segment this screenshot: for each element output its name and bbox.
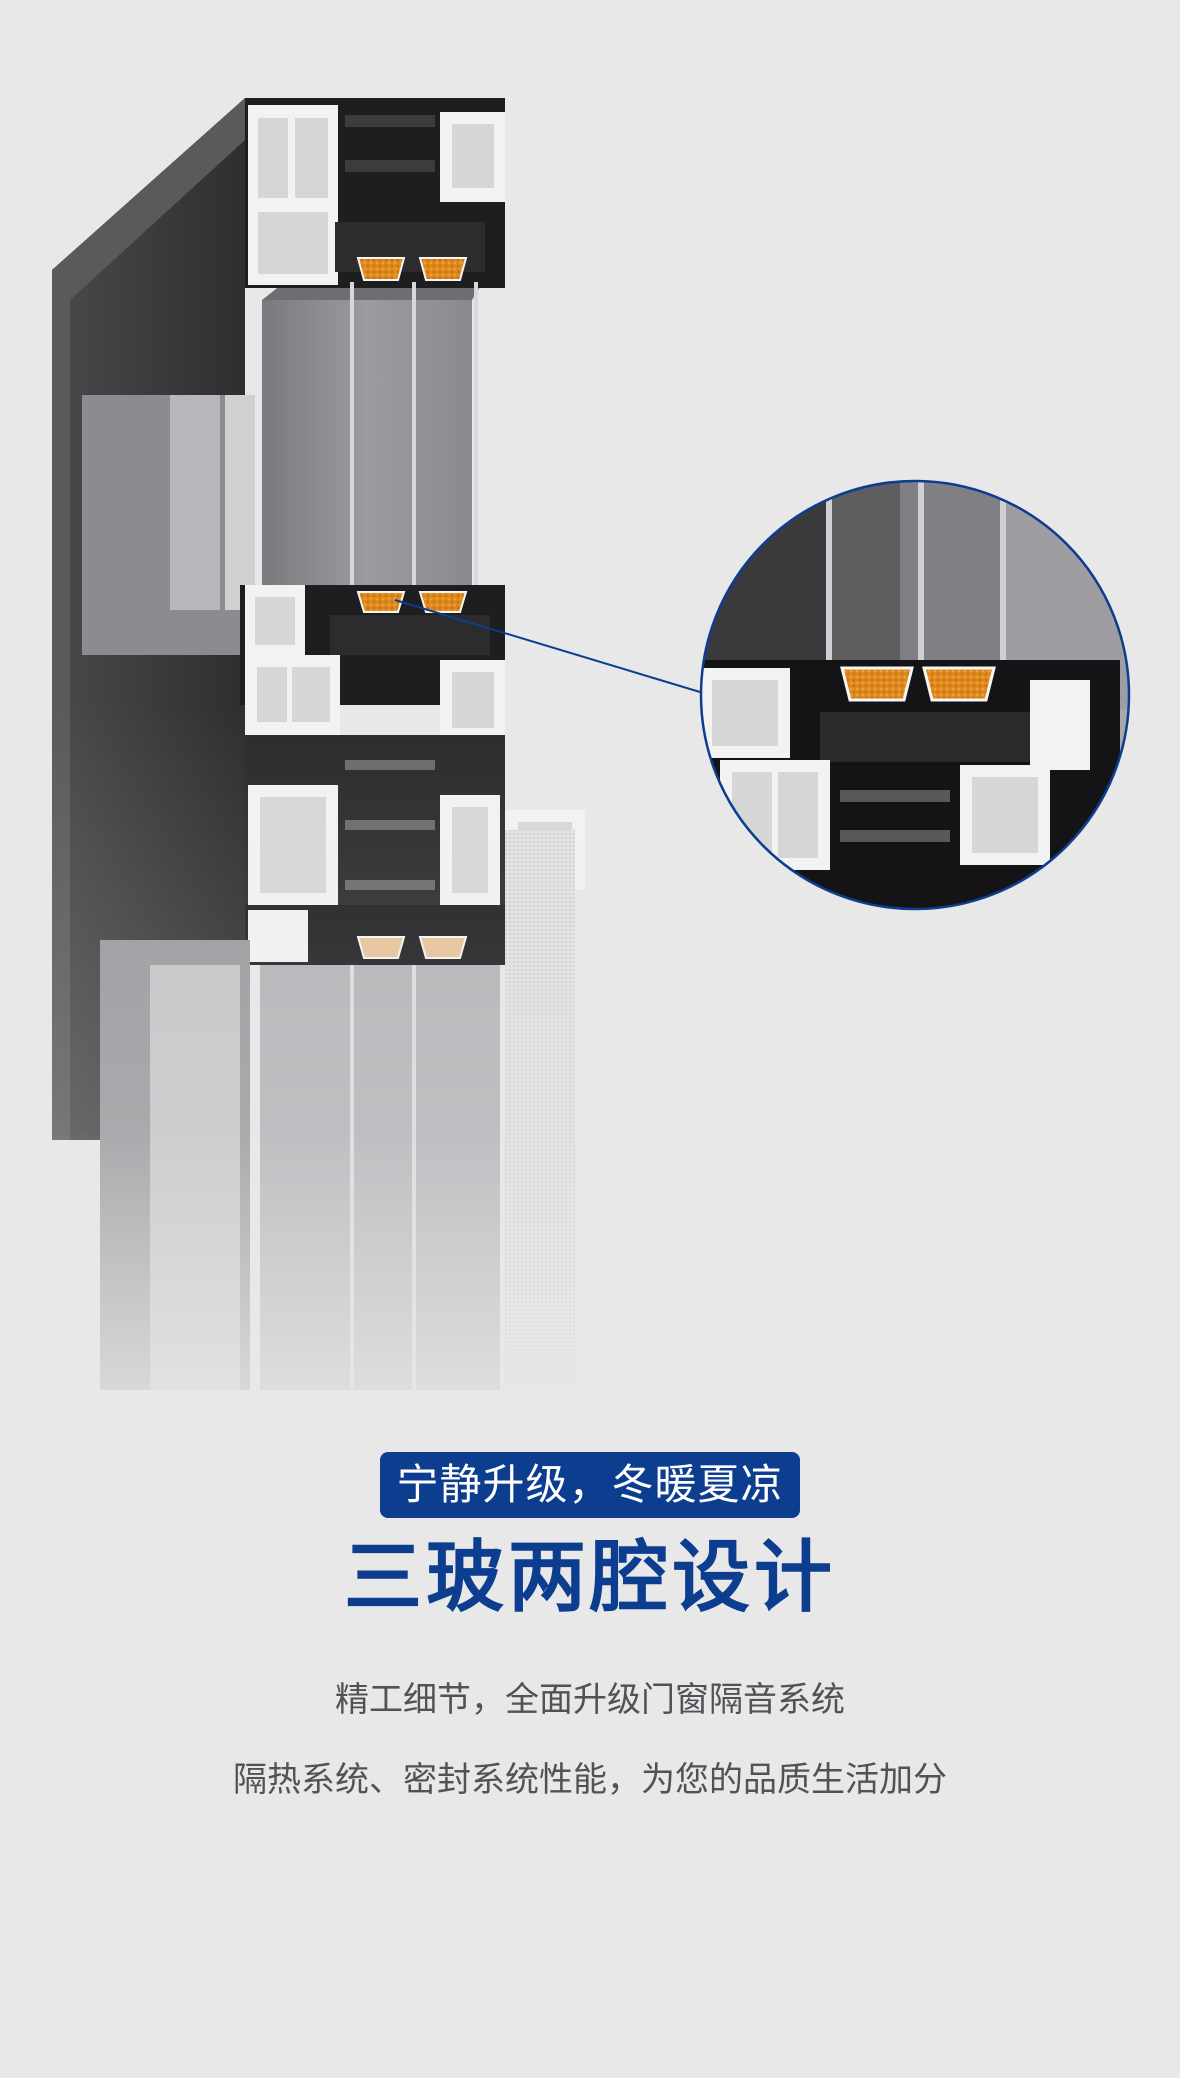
marketing-copy: 宁静升级，冬暖夏凉 三玻两腔设计 精工细节，全面升级门窗隔音系统 隔热系统、密封… (0, 1452, 1180, 1800)
description-line-2: 隔热系统、密封系统性能，为您的品质生活加分 (233, 1760, 947, 1800)
description-line-1: 精工细节，全面升级门窗隔音系统 (335, 1680, 845, 1720)
window-profile-illustration (40, 98, 1131, 1480)
headline: 三玻两腔设计 (343, 1533, 836, 1623)
tagline-badge: 宁静升级，冬暖夏凉 (380, 1452, 800, 1518)
magnifier-detail-icon (701, 481, 1129, 909)
